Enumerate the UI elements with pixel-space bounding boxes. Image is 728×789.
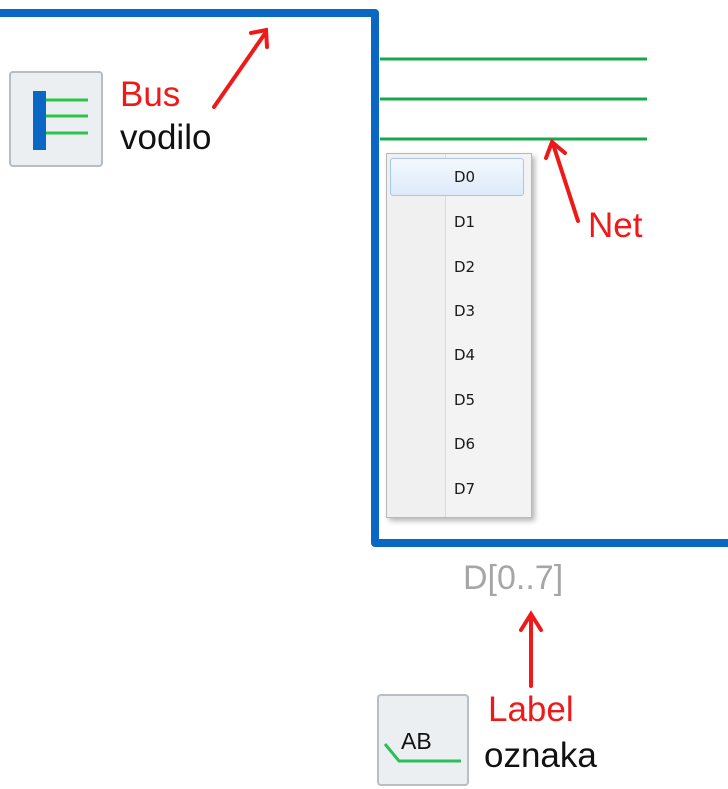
label-arrow [519,610,543,688]
bus-arrow [212,27,269,109]
net-arrow [544,138,580,223]
net-dropdown-menu[interactable]: D0 D1 D2 D3 D4 D5 D6 D7 [386,153,532,518]
label-caption: Label [488,690,574,729]
menu-item-d4[interactable]: D4 [454,346,476,364]
bus-caption: Bus [120,75,181,114]
label-caption-local: oznaka [484,736,597,775]
menu-item-d2[interactable]: D2 [454,258,476,276]
label-tool-button[interactable]: AB [377,694,469,786]
label-tool-text: AB [401,728,432,754]
bus-label[interactable]: D[0..7] [463,559,564,597]
menu-item-d7[interactable]: D7 [454,480,476,498]
bus-caption-local: vodilo [120,118,212,157]
bus-tool-icon [33,91,88,150]
menu-item-d3[interactable]: D3 [454,302,476,320]
net-caption: Net [588,206,643,245]
menu-item-d6[interactable]: D6 [454,435,476,453]
bus-tool-button[interactable] [9,71,103,167]
menu-item-d0[interactable]: D0 [390,158,524,196]
menu-item-d5[interactable]: D5 [454,391,476,409]
label-tool-icon: AB [383,728,461,763]
menu-gutter [387,154,446,517]
bus-wire[interactable] [0,9,728,547]
menu-item-d1[interactable]: D1 [454,213,476,231]
